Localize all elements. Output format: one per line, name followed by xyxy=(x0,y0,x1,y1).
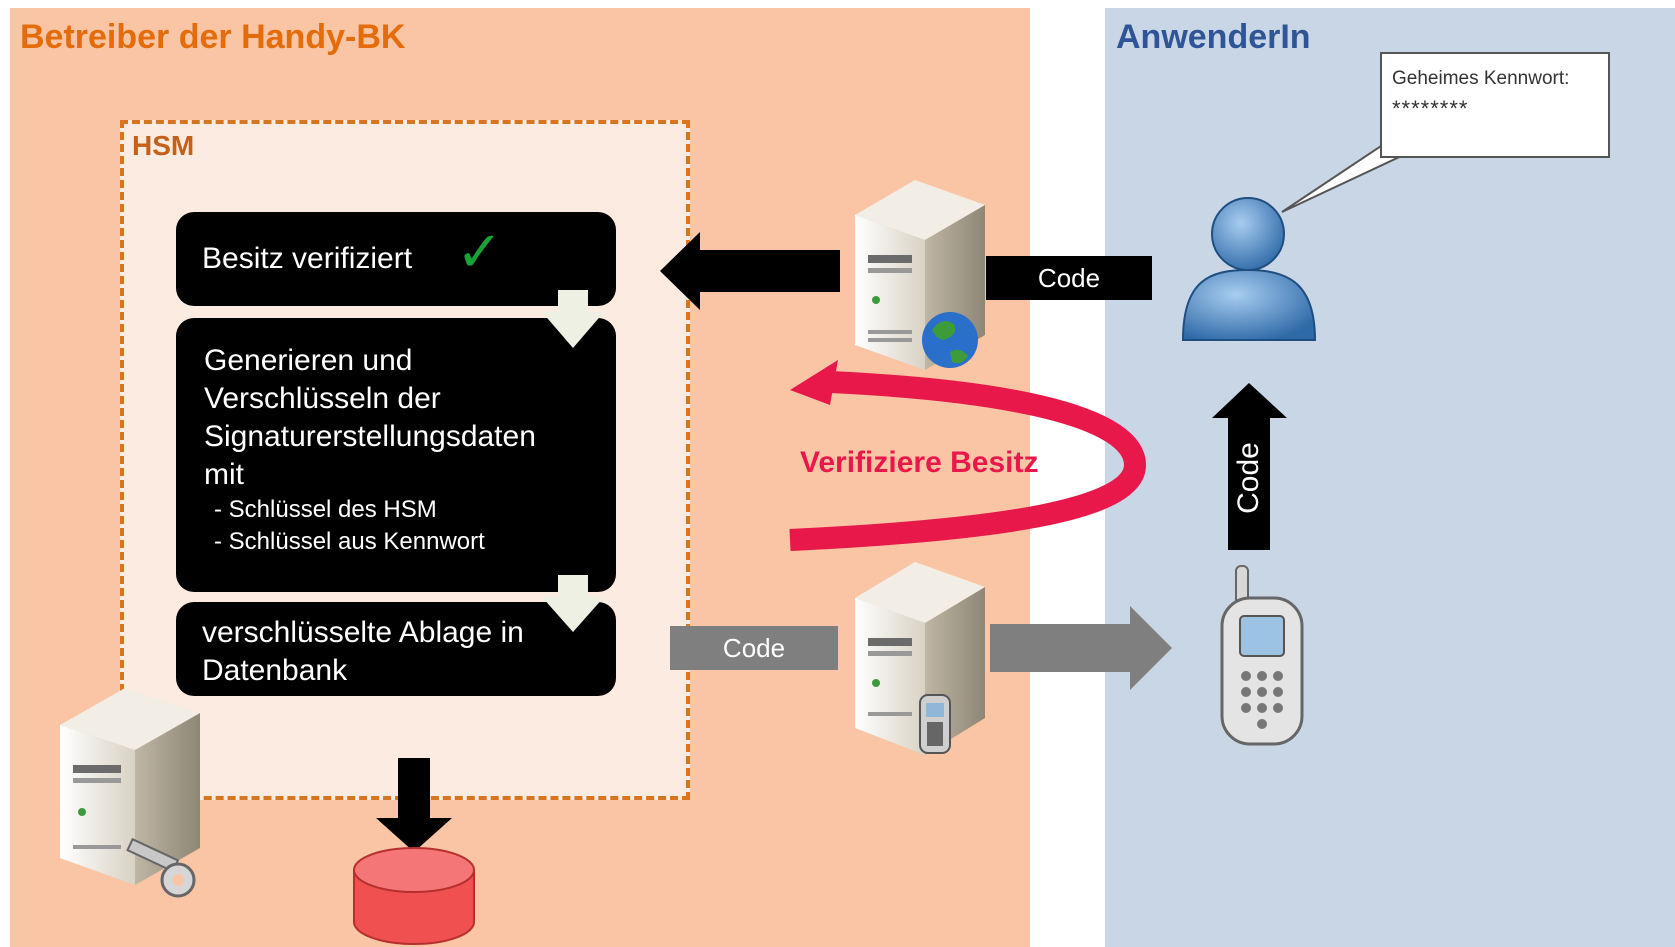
arrow-to-database xyxy=(376,758,452,852)
verify-possession-arrow xyxy=(789,371,1147,551)
step-generate-encrypt: Generieren und Verschlüsseln der Signatu… xyxy=(176,318,616,592)
step-possession-verified: Besitz verifiziert xyxy=(176,212,616,306)
user-zone xyxy=(1105,8,1675,947)
checkmark-icon: ✓ xyxy=(456,220,503,283)
step-down-arrow-1 xyxy=(542,290,604,348)
operator-zone-title: Betreiber der Handy-BK xyxy=(20,18,406,56)
user-icon xyxy=(1181,197,1317,341)
step-generate-sub-hsm-key: - Schlüssel des HSM xyxy=(214,496,437,523)
password-bubble-title: Geheimes Kennwort: xyxy=(1392,68,1570,89)
step-generate-sub-password-key: - Schlüssel aus Kennwort xyxy=(214,528,485,555)
step-possession-verified-text: Besitz verifiziert xyxy=(202,242,413,275)
step-generate-line-2: Verschlüsseln der xyxy=(204,382,441,415)
key-icon xyxy=(126,837,196,898)
mobile-phone-icon xyxy=(1220,565,1304,746)
code-label-top: Code xyxy=(986,258,1152,298)
step-generate-line-3: Signaturerstellungsdaten xyxy=(204,420,536,453)
key-server-icon xyxy=(60,688,200,885)
globe-icon xyxy=(922,312,978,368)
code-label-bottom: Code xyxy=(670,626,838,670)
password-speech-bubble: Geheimes Kennwort: ******** xyxy=(1380,52,1610,158)
code-label-vertical-text: Code xyxy=(1232,442,1265,514)
user-zone-title: AnwenderIn xyxy=(1116,18,1311,56)
password-bubble-value: ******** xyxy=(1392,96,1469,121)
arrow-to-phone xyxy=(990,606,1172,690)
verify-possession-label: Verifiziere Besitz xyxy=(800,446,1039,479)
step-down-arrow-2 xyxy=(542,575,604,632)
hsm-label: HSM xyxy=(132,130,195,161)
database-icon xyxy=(353,847,475,945)
step-generate-line-4: mit xyxy=(204,458,244,491)
arrow-to-hsm xyxy=(660,232,840,310)
code-label-vertical: Code xyxy=(1228,412,1270,544)
small-phone-icon xyxy=(919,694,951,754)
step-encrypted-storage: verschlüsselte Ablage in Datenbank xyxy=(176,602,616,696)
step-storage-line-2: Datenbank xyxy=(202,654,348,687)
step-storage-line-1: verschlüsselte Ablage in xyxy=(202,616,524,649)
verify-arrow-head xyxy=(790,360,838,405)
step-generate-line-1: Generieren und xyxy=(204,344,413,377)
